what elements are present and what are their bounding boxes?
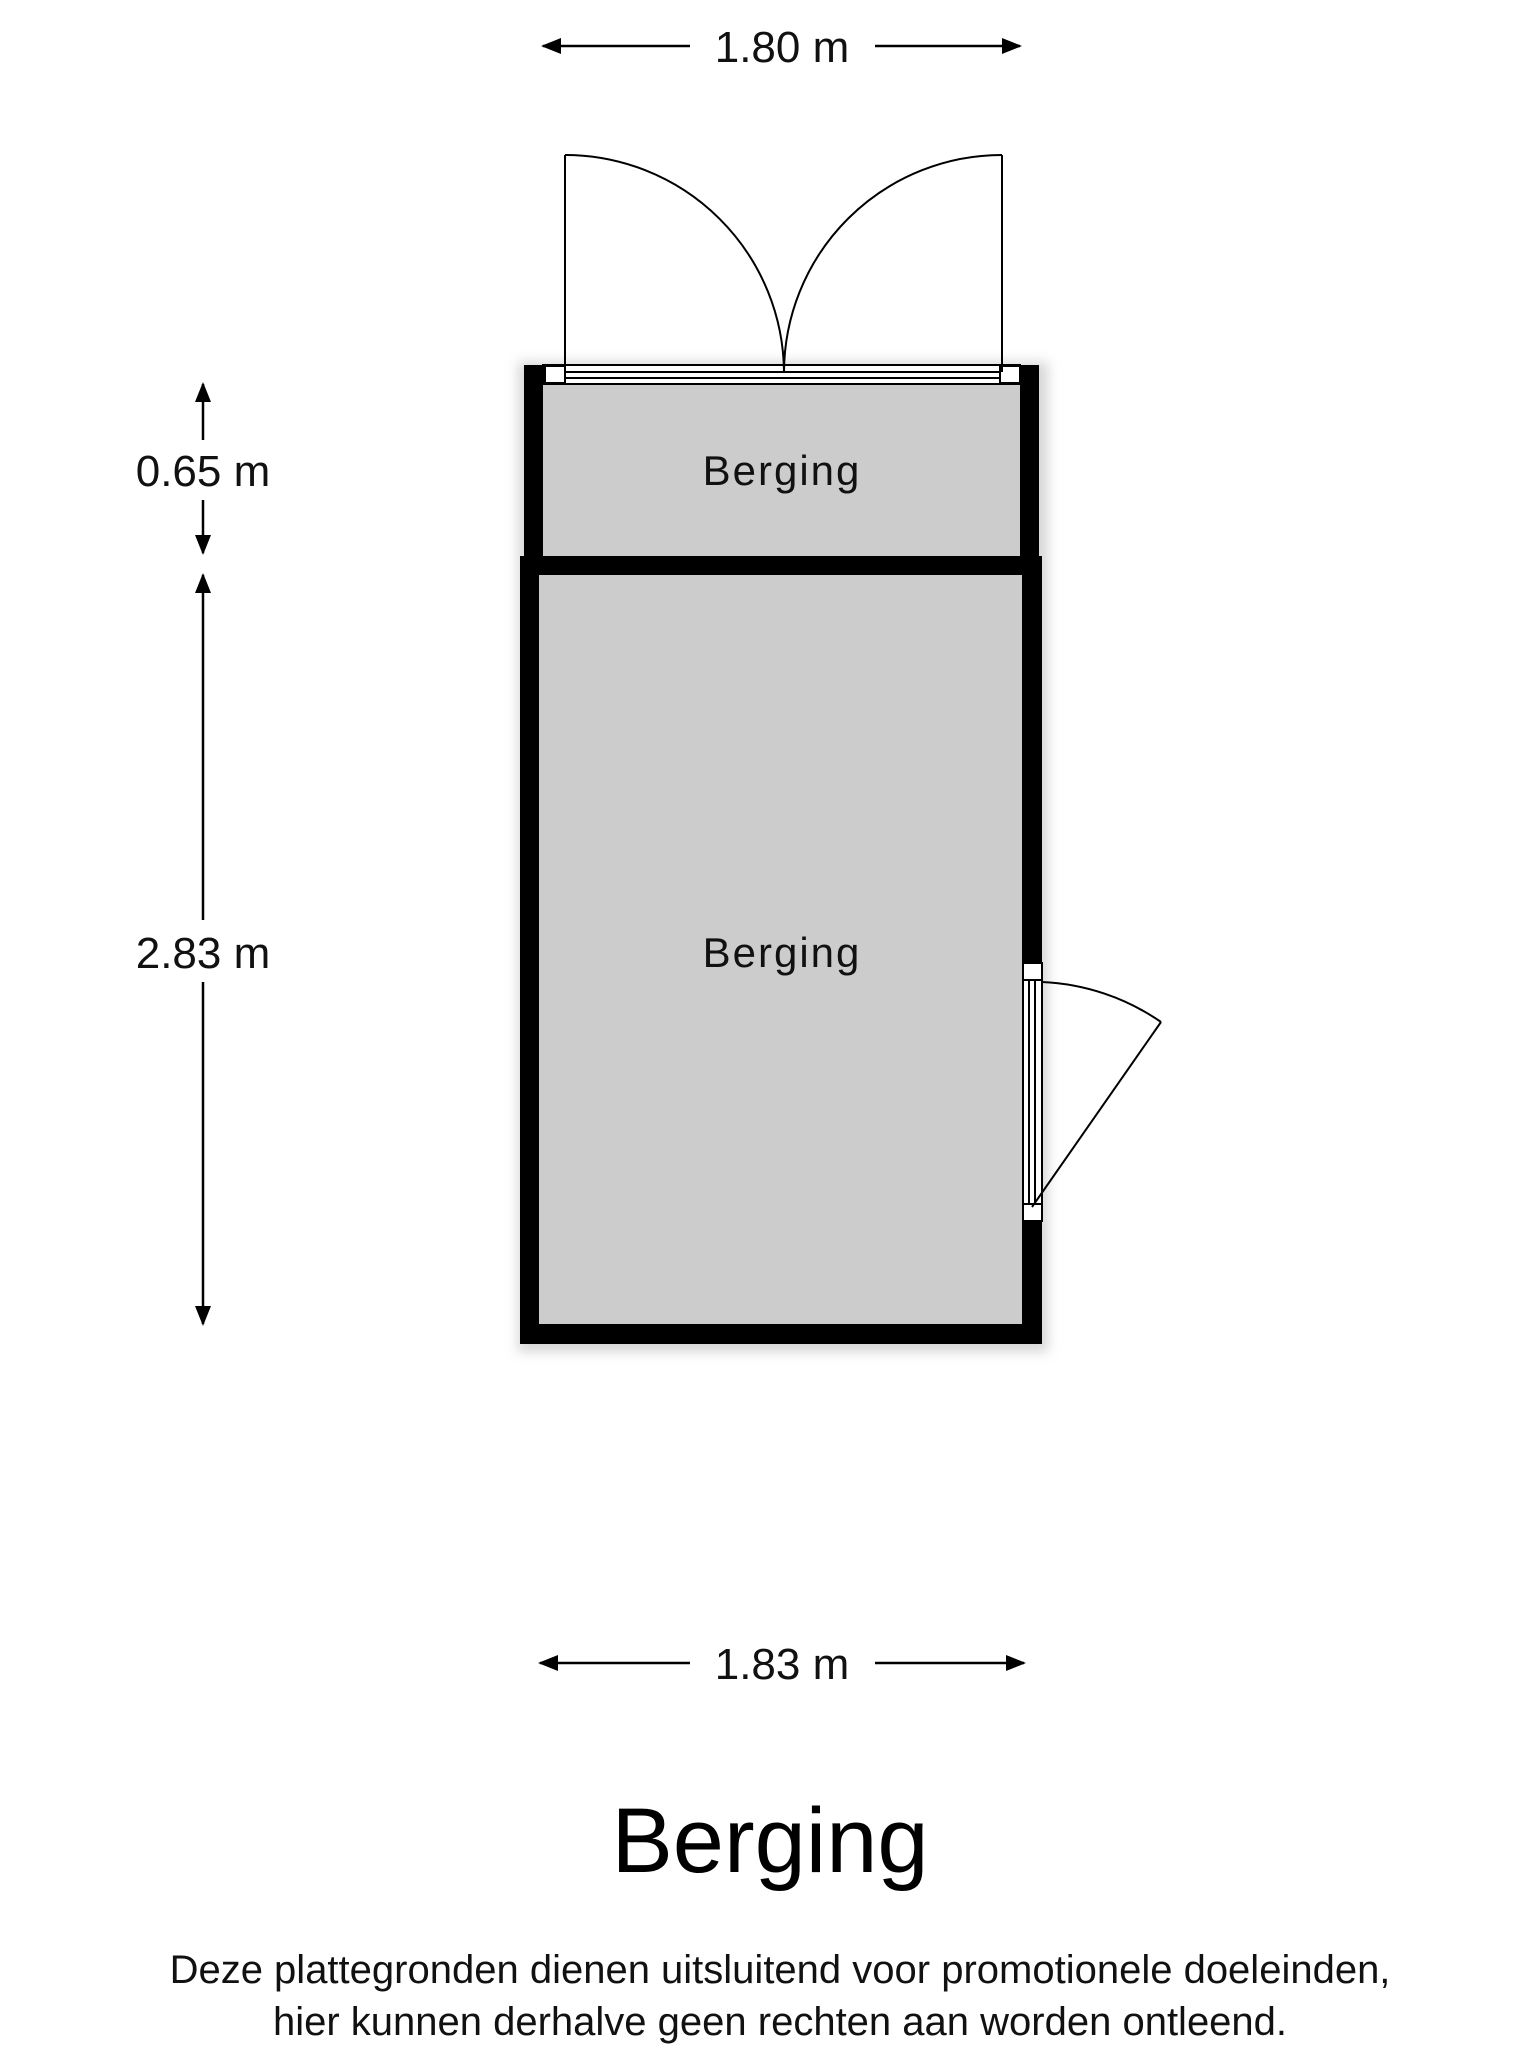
side-door (1022, 962, 1162, 1222)
dimension-label: 1.83 m (715, 1640, 850, 1689)
room-lower-berging: Berging (520, 556, 1042, 1344)
plan-title: Berging (611, 1790, 928, 1892)
room-label: Berging (703, 929, 862, 976)
room-upper-berging: Berging (524, 365, 1039, 565)
double-door (542, 154, 1021, 385)
dimension-label: 2.83 m (136, 929, 271, 978)
dimension-upper-depth: 0.65 m (136, 382, 271, 555)
dimension-top-width: 1.80 m (541, 23, 1022, 72)
disclaimer-line: hier kunnen derhalve geen rechten aan wo… (273, 2000, 1287, 2044)
dimension-bottom-width: 1.83 m (538, 1640, 1026, 1689)
dimension-label: 1.80 m (715, 23, 850, 72)
room-label: Berging (703, 447, 862, 494)
disclaimer-line: Deze plattegronden dienen uitsluitend vo… (170, 1948, 1391, 1992)
dimension-label: 0.65 m (136, 447, 271, 496)
dimension-lower-depth: 2.83 m (136, 573, 271, 1326)
